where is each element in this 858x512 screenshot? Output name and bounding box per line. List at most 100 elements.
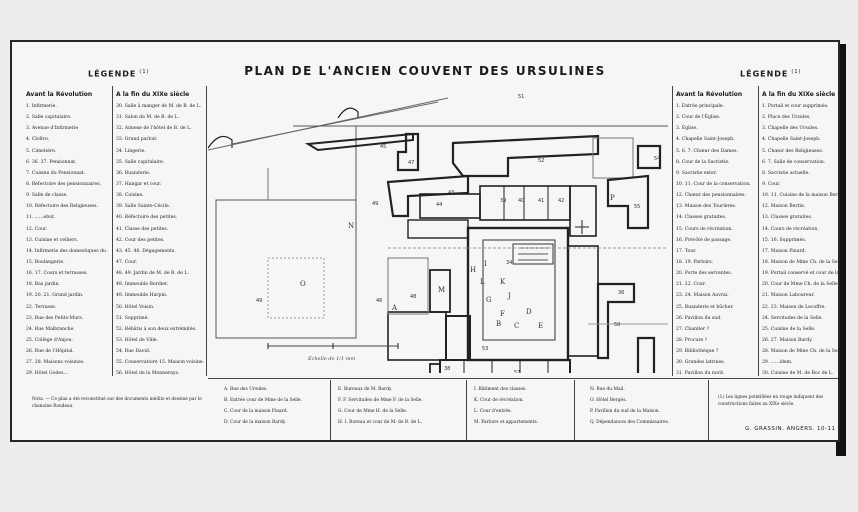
legend-item: 15. Boulangerie. — [26, 259, 65, 265]
bottom-legend-item: A. Rue des Ursules. — [224, 387, 268, 392]
legend-item: 40. Réfectoire des petites. — [116, 215, 178, 221]
plan-zone-label: B — [496, 320, 501, 328]
legend-item: 41. Classe des petites. — [116, 226, 169, 232]
legend-item: 25. Cuisine de la Selle. — [762, 326, 816, 332]
legend-item: 16. Prévôté de passage. — [676, 237, 732, 243]
legend-item: 10. 11. Cuisine de la maison Bertin. — [762, 193, 840, 199]
plan-room-number: 41 — [538, 198, 544, 204]
legend-item: 38. Cuisine. — [116, 193, 144, 199]
legend-item: 24. Rue Malbranche. — [26, 326, 75, 332]
legend-right-divider — [758, 86, 759, 376]
plan-zone-label: J — [507, 292, 511, 300]
legend-item: 37. Hangar et cour. — [116, 181, 162, 187]
legend-left-heading: LÉGENDE(1) — [88, 69, 150, 79]
legend-item: 30. Salle à manger de M. de B. de L. — [116, 104, 202, 109]
legend-right-heading: LÉGENDE(1) — [740, 69, 802, 79]
plan-room-number: 45 — [380, 144, 386, 150]
legend-item: 3. Avenue d'Infirmerie — [26, 126, 79, 132]
legend-item: 15. Cours de récréation. — [676, 226, 733, 232]
legend-item: 29. Bibliothèque ? — [676, 349, 719, 355]
bottom-legend-item: C. Cour de la maison Pinard. — [224, 409, 288, 414]
scale-label: Échelle de 1/1 mm — [307, 354, 356, 362]
legend-item: 11. ......ebut. — [26, 215, 56, 221]
legend-item: 23. 24. Maison Auvrai. — [676, 293, 729, 299]
page-title: PLAN DE L'ANCIEN COUVENT DES URSULINES — [244, 64, 606, 78]
plan-room-number: 49 — [256, 298, 262, 304]
legend-item: 5. Cimetière. — [26, 148, 57, 154]
bottom-legend-item: M. Parloirs et appartements. — [474, 420, 539, 425]
legend-item: 20. Porte des servantes. — [676, 271, 733, 277]
bottom-legend-item: P. Pavillon du sud de la Maison. — [590, 409, 660, 414]
legend-item: 19. Portail conservé et cour de la maiso… — [762, 271, 840, 277]
legend-item: 3. Chapelle des Ursules. — [762, 126, 819, 132]
bottom-note: Nota. — Ce plan a été reconstitué sur de… — [32, 397, 202, 409]
plan-room-number: 39 — [500, 198, 506, 204]
legend-item: 49. Immeuble Harpin. — [116, 293, 168, 299]
legend-item: 14. Infirmerie des domestiques du monde. — [26, 248, 108, 254]
legend-item: 12. Chœur des pensionnaires. — [676, 193, 746, 199]
legend-item: 8. Cour de la Sacristie. — [676, 159, 730, 165]
bottom-legend-item: K. Cour de récréation. — [474, 398, 524, 403]
plan-zone-label: C — [514, 322, 519, 330]
legend-item: 9. Cour. — [762, 181, 781, 187]
legend-item: 8. Sacristie actuelle. — [762, 170, 810, 176]
legend-right-after-column: A la fin du XIXe siècle 1. Portail et co… — [762, 88, 840, 380]
legend-item: 23. Rue des Petits-Murs. — [26, 315, 84, 321]
legend-item: 1. Portail et cour supprimés. — [762, 104, 829, 109]
legend-item: 7. Cuisine du Pensionnat. — [26, 170, 86, 176]
bottom-divider-2 — [466, 380, 467, 440]
printer-credit: G. GRASSIN. ANGERS. 10-11 — [745, 426, 836, 432]
legend-item: 52. Rébâtis à son deux extrémités. — [116, 326, 197, 332]
legend-item: 4. Chapelle Saint-Joseph. — [762, 137, 821, 143]
legend-item: 14. Classes gratuites. — [676, 215, 727, 221]
plan-room-number: 36 — [618, 290, 624, 296]
legend-item: 19. 20. 21. Grand jardin. — [26, 293, 84, 299]
legend-item: 33. Grand parloir. — [116, 137, 158, 143]
bottom-legend-item: L. Cour d'entrée. — [474, 409, 512, 414]
legend-item: 39. Salle Sainte-Cécile. — [116, 204, 171, 210]
bottom-legend-item: O. Hôtel Bergès. — [590, 398, 627, 403]
legend-item: 22. Terrasse. — [26, 304, 57, 310]
legend-item: 12. Cour. — [26, 226, 48, 232]
legend-item: 13. Maison des Tourières. — [676, 204, 737, 210]
bottom-legend-item: B. Entrée cour de Mme de la Selle. — [224, 398, 303, 403]
bottom-legend-item: I. Bâtiment des classes. — [474, 387, 527, 392]
plan-zone-label: L — [480, 278, 485, 286]
bottom-legend-top-line — [208, 378, 838, 379]
legend-item: 42. Cour des petites. — [116, 237, 165, 243]
plan-room-number: 52 — [538, 158, 544, 164]
bottom-legend-item: Q. Dépendances des Commissaires. — [590, 420, 670, 425]
legend-item: 18. Maison de Mme Ch. de la Selle. — [762, 259, 840, 265]
legend-item: 31. Pavillon du nord. — [676, 371, 725, 377]
legend-item: 24. Servitudes de la Selle. — [762, 315, 823, 321]
legend-item: 27. Chantier ? — [676, 326, 710, 332]
legend-item: 14. Cours de récréation. — [762, 226, 819, 232]
legend-right-before-header: Avant la Révolution — [676, 91, 743, 98]
bottom-legend-col3: I. Bâtiment des classes. K. Cour de récré… — [474, 384, 538, 428]
legend-left-after-header: A la fin du XIXe siècle — [116, 91, 190, 98]
bottom-legend-item: G. Cour de Mme H. de la Selle. — [338, 409, 408, 414]
legend-item: 1. Entrée principale. — [676, 104, 725, 109]
legend-item: 6. 36. 37. Pensionnat. — [26, 159, 77, 165]
legend-item: 21. 22. Cour. — [676, 282, 706, 288]
plan-zone-label: A — [391, 304, 398, 312]
bottom-legend-item: N. Rue du Mail. — [590, 387, 625, 392]
legend-item: 2. Salle capitulaire. — [26, 115, 72, 121]
bottom-legend-item: D. Cour de la maison Bardy. — [224, 420, 287, 425]
legend-item: 17. Tour. — [676, 248, 697, 254]
legend-item: 5. Chœur des Religieuses. — [762, 148, 824, 154]
legend-item: 18. Bas jardin. — [26, 282, 60, 288]
legend-item: 9. Sacristie exter. — [676, 170, 717, 176]
legend-item: 15. 16. Supprimés. — [762, 237, 807, 243]
plan-zone-label: E — [538, 322, 543, 330]
legend-item: 6. 7. Salle de conservation. — [762, 159, 826, 165]
legend-item: 3. Église. — [676, 126, 698, 132]
plan-room-number: 38 — [444, 366, 450, 372]
legend-item: 21. Maison Laboureur. — [762, 293, 815, 299]
legend-item: 17. Maison Pinard. — [762, 248, 807, 254]
legend-item: 26. Pavillon du sud. — [676, 315, 722, 321]
legend-item: 30. Grandes latrines. — [676, 360, 726, 366]
legend-left-before-header: Avant la Révolution — [26, 91, 93, 98]
plan-zone-label: H — [470, 266, 476, 274]
legend-right-after-header: A la fin du XIXe siècle — [762, 91, 836, 98]
